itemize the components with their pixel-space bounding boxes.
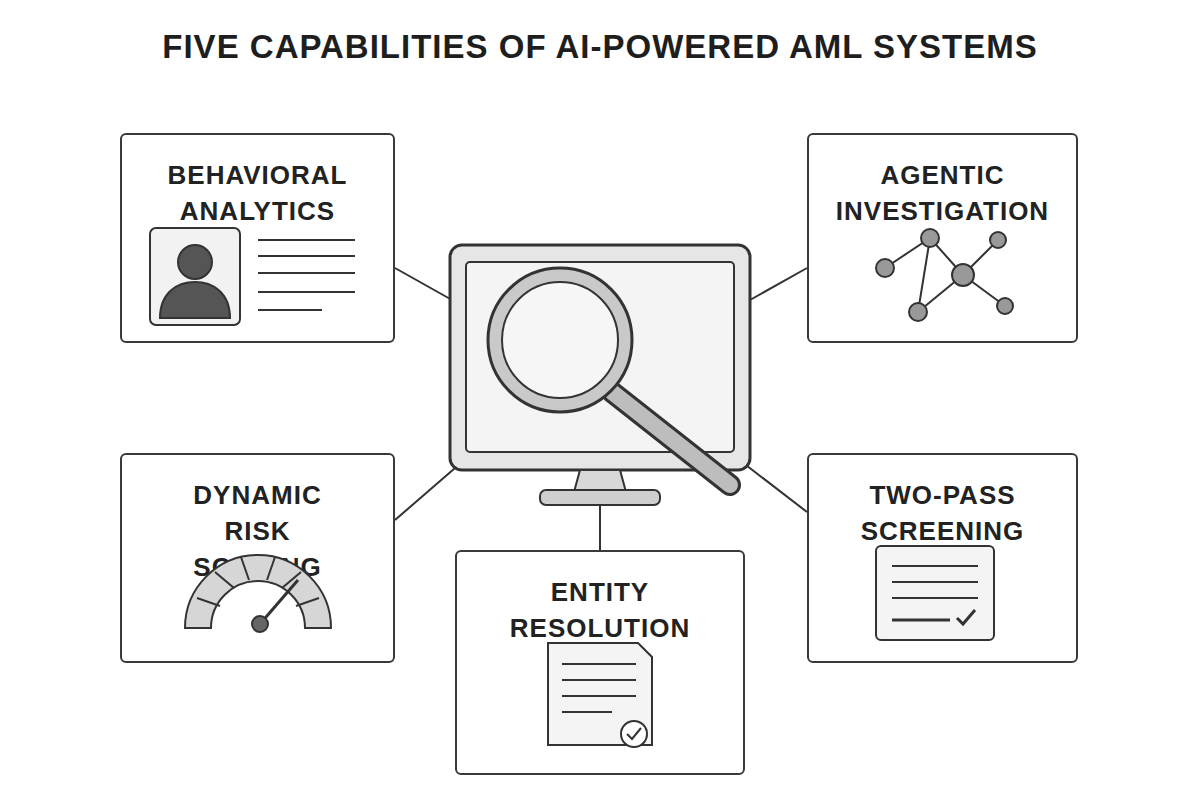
leader-line <box>742 462 807 512</box>
magnifier-icon <box>488 268 730 485</box>
box-heading: DYNAMIC RISK SCORING <box>158 477 358 585</box>
box-heading: ENTITY RESOLUTION <box>480 574 720 646</box>
leader-line <box>395 462 462 520</box>
leader-line <box>750 268 807 300</box>
capability-box: TWO-PASS SCREENING <box>807 453 1078 663</box>
checklist-icon <box>876 546 994 640</box>
network-icon <box>876 229 1013 321</box>
document-check-icon <box>548 643 652 747</box>
monitor-icon <box>450 245 750 505</box>
capability-box: ENTITY RESOLUTION <box>455 550 745 775</box>
leader-line <box>599 505 601 550</box>
gauge-icon <box>185 555 331 632</box>
capability-box: AGENTIC INVESTIGATION <box>807 133 1078 343</box>
leader-line <box>395 268 452 300</box>
capability-box: DYNAMIC RISK SCORING <box>120 453 395 663</box>
profile-card-icon <box>150 228 355 325</box>
capability-box: BEHAVIORAL ANALYTICS <box>120 133 395 343</box>
box-heading: BEHAVIORAL ANALYTICS <box>138 157 378 229</box>
box-heading: TWO-PASS SCREENING <box>833 477 1053 549</box>
box-heading: AGENTIC INVESTIGATION <box>818 157 1068 229</box>
diagram-title: FIVE CAPABILITIES OF AI-POWERED AML SYST… <box>0 28 1200 66</box>
